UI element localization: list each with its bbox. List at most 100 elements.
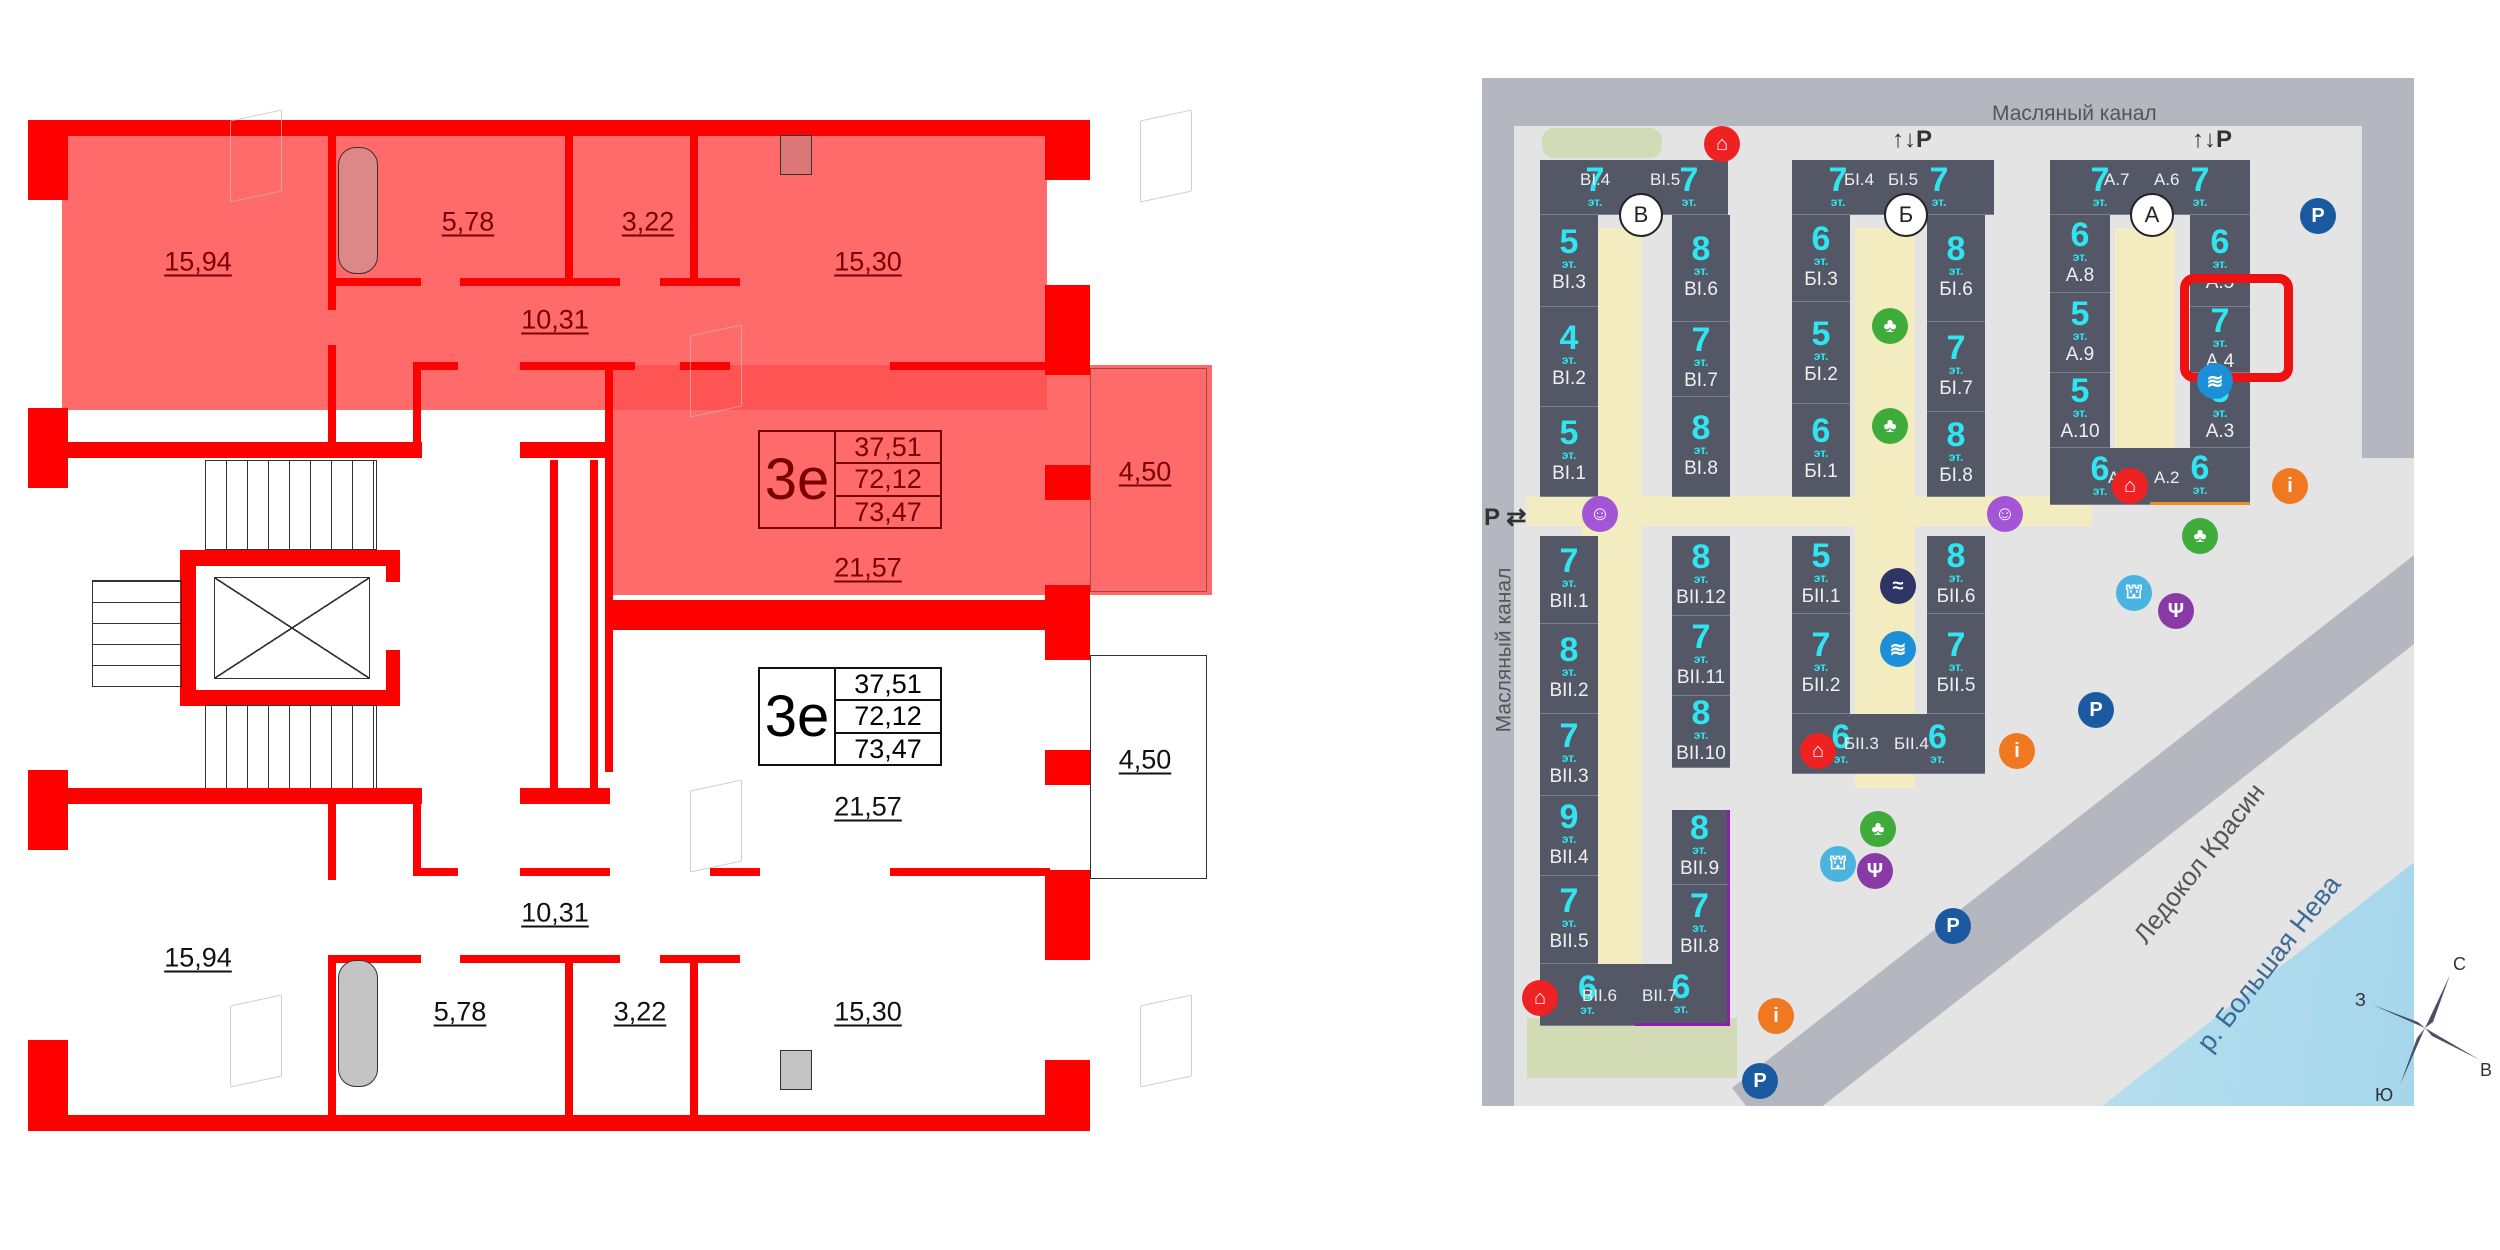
room-area-hall: 10,31 [521,897,589,928]
road-top [1482,78,2414,126]
highlighted-unit-fill-lower [605,365,1050,595]
parking-icon: P [1742,1063,1778,1099]
yoga-icon: ☺ [1582,496,1618,532]
watermark-logo-icon [230,994,282,1088]
living-area: 37,51 [836,669,940,702]
compass-west: З [2355,990,2366,1010]
courtyard-a [2115,228,2175,478]
parking-icon: P [2078,692,2114,728]
site-map: Масляный канал Масляный канал ↑↓P ↑↓P P … [1482,78,2414,1106]
workout-icon: Ψ [1857,853,1893,889]
watermark-logo-icon [690,779,742,873]
entrance-icon: ⌂ [1704,126,1740,162]
compass-south: Ю [2375,1085,2394,1105]
room-area-bathroom: 5,78 [433,996,487,1027]
elevator-shaft [214,577,370,679]
compass-icon: С В Ю З [2355,954,2495,1105]
total-area-with-balcony: 73,47 [854,496,922,527]
stairs-landing [92,580,182,687]
parking-icon: P [2300,198,2336,234]
stove-icon [780,1050,812,1090]
block-label-b[interactable]: Б [1884,193,1928,237]
bathtub-icon [338,147,378,274]
room-area-kitchen: 15,30 [834,996,902,1027]
compass-north: С [2453,954,2466,974]
watermark-logo-icon [1140,109,1192,203]
workout-icon: Ψ [2158,593,2194,629]
apartment-badge-mirrored: 3е 37,51 72,12 73,47 [758,667,942,766]
living-area: 37,51 [836,432,940,465]
parking-entry-top-a: ↑↓P [2192,126,2233,153]
room-area-balcony: 4,50 [1118,456,1172,487]
entrance-icon: ⌂ [2112,468,2148,504]
room-area-hall: 10,31 [521,304,589,335]
info-icon: i [1758,998,1794,1034]
apartment-type: 3е [760,669,836,764]
playground-icon: ⛫ [2116,575,2152,611]
fountain-icon: ≈ [1880,568,1916,604]
parking-icon: P [1935,908,1971,944]
pool-icon: ≋ [1880,631,1916,667]
total-area-with-balcony: 73,47 [854,733,922,764]
apartment-badge-highlighted: 3е 37,51 72,12 73,47 [758,430,942,529]
entrance-icon: ⌂ [1800,733,1836,769]
park-bench-icon: ♣ [1872,408,1908,444]
compass-east: В [2480,1060,2493,1080]
stove-icon [780,135,812,175]
parking-entry-left: P ⇄ [1484,504,1527,531]
highlighted-unit-fill [62,120,1047,410]
total-area: 72,12 [836,464,940,497]
park-bench-icon: ♣ [1860,811,1896,847]
room-area-bedroom: 15,94 [164,246,232,277]
playground-icon: ⛫ [1820,846,1856,882]
room-area-living: 21,57 [834,552,902,583]
balcony-outline-top [1090,368,1207,592]
road-right [2362,78,2414,458]
apartment-type: 3е [760,432,836,527]
info-icon: i [1999,733,2035,769]
info-icon: i [2272,468,2308,504]
street-label-left: Масляный канал [1492,567,1516,733]
yoga-icon: ☺ [1987,496,2023,532]
selected-section-highlight [2180,274,2293,382]
balcony-outline-bottom [1090,655,1207,879]
room-area-balcony: 4,50 [1118,744,1172,775]
block-label-v[interactable]: В [1619,193,1663,237]
block-label-a[interactable]: А [2130,193,2174,237]
